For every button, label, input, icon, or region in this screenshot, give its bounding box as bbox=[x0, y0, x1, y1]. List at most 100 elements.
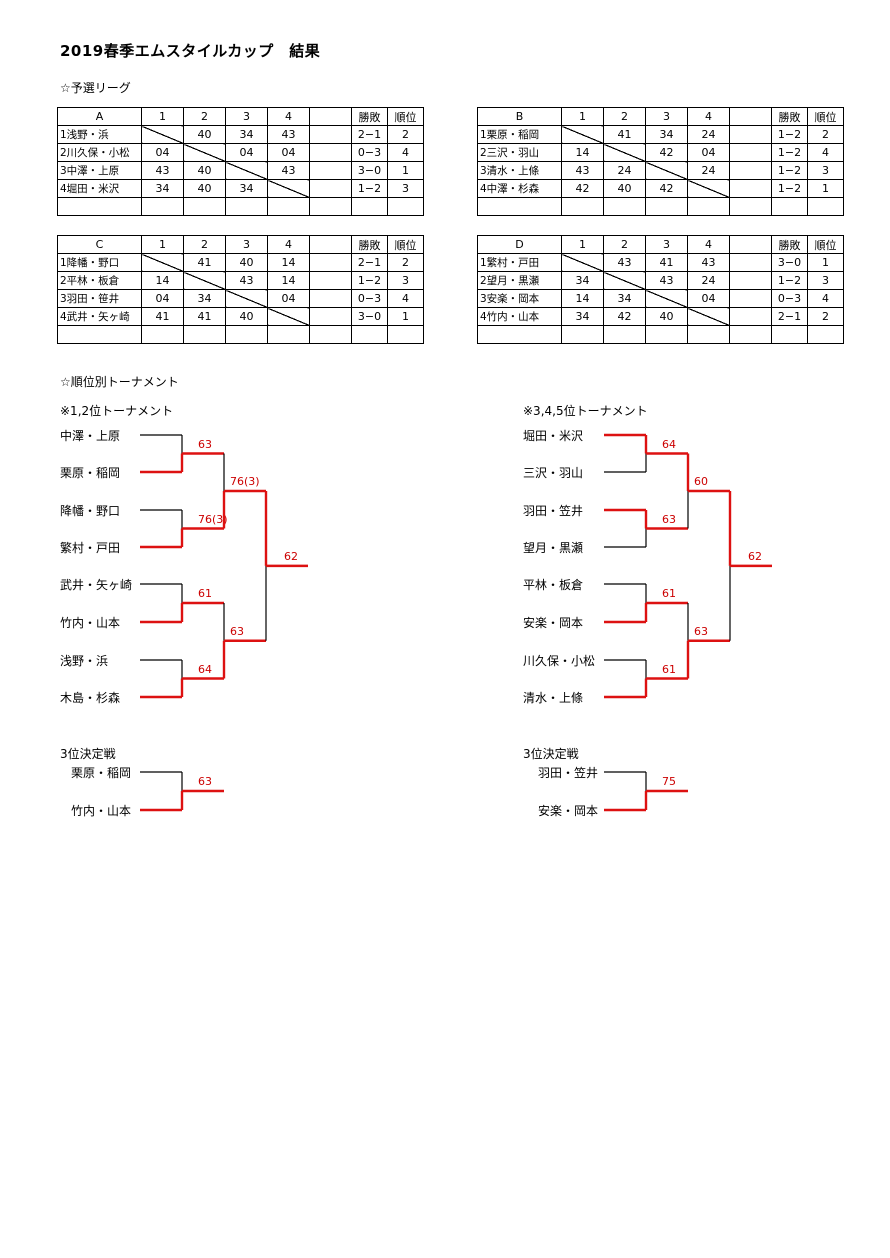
column-header: 勝敗 bbox=[771, 235, 808, 254]
match-score: 61 bbox=[198, 587, 212, 600]
column-header: 順位 bbox=[807, 107, 844, 126]
team-label: 中澤・上原 bbox=[60, 429, 121, 443]
team-label: 武井・矢ヶ崎 bbox=[60, 578, 133, 592]
team-label: 三沢・羽山 bbox=[523, 466, 584, 480]
team-name: 1繁村・戸田 bbox=[477, 253, 562, 272]
team-label: 繁村・戸田 bbox=[60, 541, 121, 555]
match-score: 76(3) bbox=[198, 512, 228, 526]
match-score: 61 bbox=[662, 662, 676, 676]
team-name: 3中澤・上原 bbox=[57, 161, 142, 180]
empty-row bbox=[477, 325, 844, 344]
record-cell: 0−3 bbox=[771, 289, 808, 308]
score-cell: 43 bbox=[225, 271, 268, 290]
diagonal-cell bbox=[645, 161, 688, 180]
team-label: 川久保・小松 bbox=[523, 654, 596, 668]
diagonal-cell bbox=[183, 271, 226, 290]
diagonal-cell bbox=[687, 307, 730, 326]
diagonal-cell bbox=[645, 289, 688, 308]
diagonal-cell bbox=[561, 125, 604, 144]
match-score: 63 bbox=[662, 512, 676, 526]
third-place-right-heading: 3位決定戦 bbox=[523, 747, 579, 761]
prelim-heading: ☆予選リーグ bbox=[60, 81, 131, 95]
team-label: 望月・黒瀬 bbox=[523, 541, 584, 555]
tournament-heading: ☆順位別トーナメント bbox=[60, 375, 179, 389]
match-score: 60 bbox=[694, 475, 708, 488]
third-place-score: 75 bbox=[662, 775, 676, 788]
score-cell: 42 bbox=[645, 143, 688, 162]
team-name: 2川久保・小松 bbox=[57, 143, 142, 162]
bracket-right-heading: ※3,4,5位トーナメント bbox=[523, 404, 648, 418]
score-cell: 34 bbox=[561, 307, 604, 326]
diagonal-cell bbox=[183, 143, 226, 162]
diagonal-cell bbox=[225, 161, 268, 180]
third-place-left-heading: 3位決定戦 bbox=[60, 747, 116, 761]
score-cell: 43 bbox=[267, 161, 310, 180]
team-label: 栗原・稲岡 bbox=[60, 466, 121, 480]
record-cell: 2−1 bbox=[771, 307, 808, 326]
team-name: 2三沢・羽山 bbox=[477, 143, 562, 162]
final-score: 62 bbox=[748, 549, 762, 563]
match-score: 76(3) bbox=[230, 475, 260, 488]
team-label: 清水・上條 bbox=[523, 691, 584, 705]
score-cell: 40 bbox=[225, 307, 268, 326]
third-place-team: 安楽・岡本 bbox=[537, 804, 598, 818]
diagonal-cell bbox=[141, 125, 184, 144]
score-cell: 42 bbox=[645, 179, 688, 198]
score-cell: 24 bbox=[603, 161, 646, 180]
team-label: 平林・板倉 bbox=[523, 578, 584, 592]
empty-row bbox=[477, 197, 844, 216]
final-score: 62 bbox=[284, 549, 298, 563]
record-cell: 3−0 bbox=[351, 307, 388, 326]
team-label: 堀田・米沢 bbox=[523, 429, 584, 443]
third-place-team: 竹内・山本 bbox=[70, 804, 131, 818]
score-cell: 40 bbox=[183, 125, 226, 144]
team-name: 4中澤・杉森 bbox=[477, 179, 562, 198]
blank-cell bbox=[387, 197, 424, 216]
match-score: 63 bbox=[230, 624, 244, 638]
match-score: 63 bbox=[198, 437, 212, 451]
empty-row bbox=[57, 325, 424, 344]
match-score: 64 bbox=[198, 662, 212, 676]
bracket-left-heading: ※1,2位トーナメント bbox=[60, 404, 174, 418]
column-header: 順位 bbox=[387, 235, 424, 254]
match-score: 61 bbox=[662, 587, 676, 600]
team-label: 浅野・浜 bbox=[60, 654, 109, 668]
score-cell: 04 bbox=[687, 289, 730, 308]
team-name: 4堀田・米沢 bbox=[57, 179, 142, 198]
score-cell: 34 bbox=[561, 271, 604, 290]
diagonal-cell bbox=[603, 271, 646, 290]
team-name: 4武井・矢ヶ崎 bbox=[57, 307, 142, 326]
score-cell: 34 bbox=[225, 179, 268, 198]
team-label: 安楽・岡本 bbox=[523, 616, 584, 630]
blank-cell bbox=[807, 325, 844, 344]
diagonal-cell bbox=[561, 253, 604, 272]
third-place-score: 63 bbox=[198, 775, 212, 788]
team-label: 降幡・野口 bbox=[60, 504, 121, 518]
score-cell: 40 bbox=[225, 253, 268, 272]
score-cell: 04 bbox=[687, 143, 730, 162]
score-cell: 40 bbox=[183, 179, 226, 198]
score-cell: 04 bbox=[225, 143, 268, 162]
diagonal-cell bbox=[225, 289, 268, 308]
record-cell: 2−1 bbox=[351, 253, 388, 272]
match-score: 63 bbox=[694, 624, 708, 638]
team-label: 木島・杉森 bbox=[60, 691, 121, 705]
score-cell: 34 bbox=[603, 289, 646, 308]
